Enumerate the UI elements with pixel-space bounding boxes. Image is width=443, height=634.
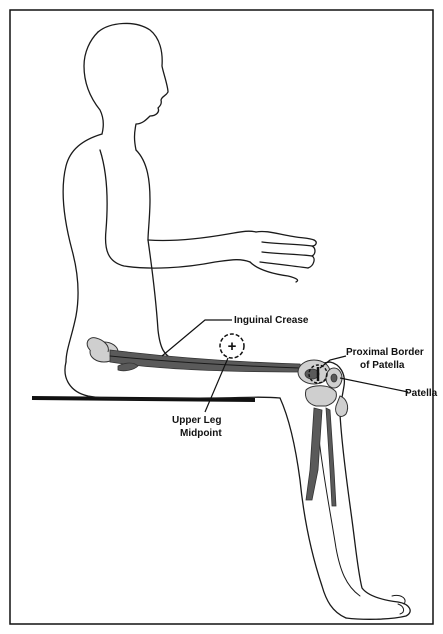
label-inguinal-crease: Inguinal Crease	[234, 315, 309, 326]
femur	[87, 338, 330, 384]
chest-outline	[136, 150, 150, 240]
tibia-fibula	[305, 386, 347, 506]
upper-leg-midpoint-marker: +	[220, 334, 244, 358]
label-patella: Patella	[405, 388, 438, 399]
shin-front	[340, 414, 410, 619]
head-outline	[98, 23, 168, 150]
patella-leader	[340, 378, 408, 392]
arm-lower	[148, 231, 256, 240]
label-upper-leg-line1: Upper Leg	[172, 415, 221, 426]
figure-border	[10, 10, 433, 624]
far-leg	[318, 430, 360, 596]
label-upper-leg-line2: Midpoint	[180, 428, 222, 439]
hip-bone-detail	[118, 363, 138, 371]
foot-toes	[392, 595, 405, 614]
arm-upper	[100, 150, 250, 268]
plus-symbol: +	[228, 338, 237, 355]
label-proximal-border-line1: Proximal Border	[346, 347, 424, 358]
label-proximal-border-line2: of Patella	[360, 360, 405, 371]
patella-bone	[326, 368, 342, 388]
hand	[250, 231, 316, 282]
back-of-head	[84, 32, 103, 134]
back-outline	[63, 134, 102, 362]
